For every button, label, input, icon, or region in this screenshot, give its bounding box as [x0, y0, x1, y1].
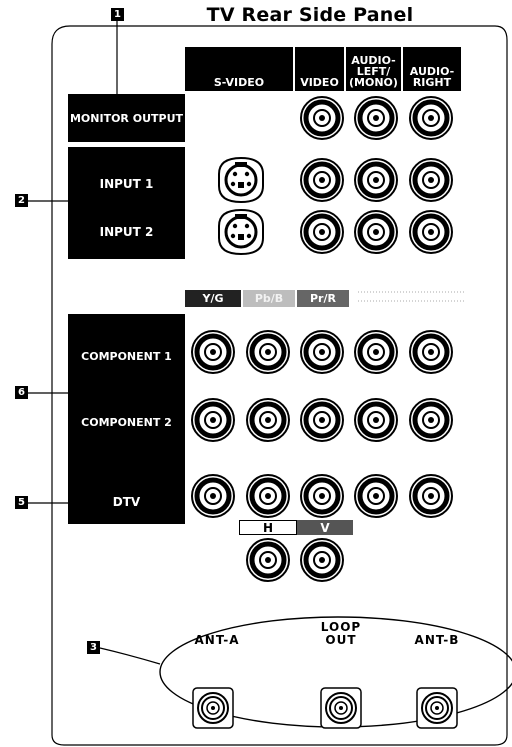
- label-loop-out: LOOP OUT: [320, 620, 362, 647]
- callout-6: 6: [15, 386, 28, 399]
- callout-2: 2: [15, 194, 28, 207]
- callout-3: 3: [87, 641, 100, 654]
- tag-pr-r: Pr/R: [297, 290, 349, 307]
- dtv-jack-5[interactable]: [409, 474, 453, 518]
- input1-video-jack[interactable]: [300, 158, 344, 202]
- callout-5: 5: [15, 496, 28, 509]
- header-audio-right: AUDIO- RIGHT: [403, 47, 461, 91]
- component1-jack-5[interactable]: [409, 330, 453, 374]
- dtv-jack-3[interactable]: [300, 474, 344, 518]
- panel-outline: [51, 25, 508, 746]
- input2-audio-right-jack[interactable]: [409, 210, 453, 254]
- dtv-jack-2[interactable]: [246, 474, 290, 518]
- label-dtv: DTV: [112, 495, 141, 509]
- monitor-audio-right-jack[interactable]: [409, 96, 453, 140]
- diagram-title: TV Rear Side Panel: [206, 4, 414, 26]
- label-ant-a: ANT-A: [194, 633, 240, 647]
- callout-line-3: [99, 647, 161, 665]
- header-audio-right-label: AUDIO- RIGHT: [409, 65, 455, 89]
- callout-1: 1: [111, 8, 124, 21]
- tag-pb-b: Pb/B: [243, 290, 295, 307]
- label-component2: COMPONENT 2: [81, 416, 172, 429]
- label-component1: COMPONENT 1: [81, 350, 172, 363]
- component1-jack-4[interactable]: [354, 330, 398, 374]
- label-input1: INPUT 1: [99, 177, 154, 191]
- loop-out-connector[interactable]: [320, 687, 362, 729]
- label-input2: INPUT 2: [99, 225, 154, 239]
- input1-svideo-jack[interactable]: [218, 156, 264, 204]
- header-video: VIDEO: [295, 47, 344, 91]
- monitor-output-text: MONITOR OUTPUT: [69, 111, 184, 125]
- dtv-jack-4[interactable]: [354, 474, 398, 518]
- tag-v: V: [297, 520, 353, 535]
- component2-jack-3[interactable]: [300, 398, 344, 442]
- label-monitor-output: MONITOR OUTPUT: [68, 94, 185, 142]
- input2-video-jack[interactable]: [300, 210, 344, 254]
- ant-a-connector[interactable]: [192, 687, 234, 729]
- header-svideo-label: S-VIDEO: [213, 76, 265, 89]
- input2-svideo-jack[interactable]: [218, 208, 264, 256]
- label-input-block: [68, 147, 185, 259]
- component2-jack-2[interactable]: [246, 398, 290, 442]
- component1-jack-2[interactable]: [246, 330, 290, 374]
- monitor-video-jack[interactable]: [300, 96, 344, 140]
- header-svideo: S-VIDEO: [185, 47, 293, 91]
- tag-y-g: Y/G: [185, 290, 241, 307]
- component1-jack-3[interactable]: [300, 330, 344, 374]
- component2-jack-5[interactable]: [409, 398, 453, 442]
- component2-jack-4[interactable]: [354, 398, 398, 442]
- header-audio-left-label: AUDIO- LEFT/ (MONO): [349, 54, 398, 89]
- monitor-audio-left-jack[interactable]: [354, 96, 398, 140]
- component2-jack-1[interactable]: [191, 398, 235, 442]
- input2-audio-left-jack[interactable]: [354, 210, 398, 254]
- tag-h: H: [239, 520, 297, 535]
- input1-audio-right-jack[interactable]: [409, 158, 453, 202]
- label-ant-b: ANT-B: [414, 633, 460, 647]
- label-component-block: [68, 314, 185, 524]
- ant-b-connector[interactable]: [416, 687, 458, 729]
- h-sync-jack[interactable]: [246, 538, 290, 582]
- component1-jack-1[interactable]: [191, 330, 235, 374]
- input1-audio-left-jack[interactable]: [354, 158, 398, 202]
- header-video-label: VIDEO: [300, 76, 339, 89]
- dtv-jack-1[interactable]: [191, 474, 235, 518]
- v-sync-jack[interactable]: [300, 538, 344, 582]
- header-audio-left: AUDIO- LEFT/ (MONO): [346, 47, 401, 91]
